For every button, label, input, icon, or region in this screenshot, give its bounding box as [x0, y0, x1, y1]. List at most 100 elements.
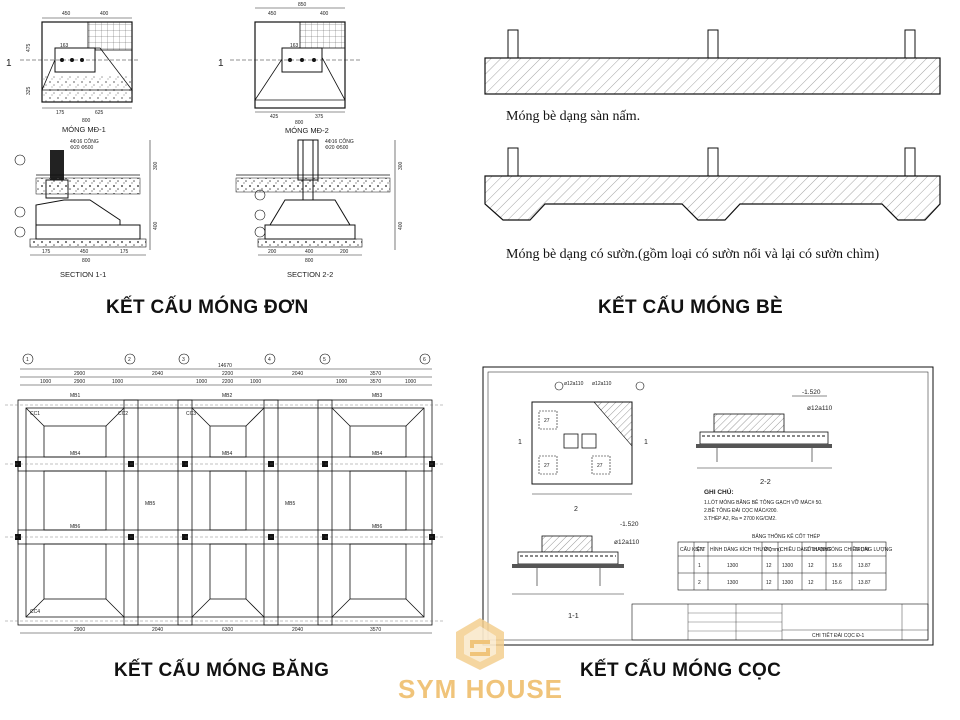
svg-text:3570: 3570 — [370, 371, 381, 377]
svg-text:MB6: MB6 — [70, 524, 81, 530]
svg-text:MÓNG MĐ-2: MÓNG MĐ-2 — [285, 126, 329, 135]
svg-text:163: 163 — [290, 43, 299, 49]
caption-mong-don: KẾT CẤU MÓNG ĐƠN — [106, 297, 309, 318]
svg-text:800: 800 — [305, 258, 314, 264]
svg-text:400: 400 — [153, 221, 159, 230]
svg-text:1000: 1000 — [405, 379, 416, 385]
svg-text:2200: 2200 — [222, 379, 233, 385]
svg-text:ø12a110: ø12a110 — [614, 539, 640, 546]
svg-text:850: 850 — [298, 2, 307, 8]
svg-text:2040: 2040 — [152, 627, 163, 633]
svg-text:15.6: 15.6 — [832, 563, 842, 569]
raft-flat-slab — [484, 29, 941, 95]
svg-text:175: 175 — [56, 110, 65, 116]
svg-text:800: 800 — [295, 120, 304, 126]
svg-text:2: 2 — [574, 506, 578, 513]
section-2-2: 200 400 200 800 SECTION 2-2 4Φ16 CÔNG Φ2… — [235, 138, 404, 279]
svg-text:1000: 1000 — [196, 379, 207, 385]
svg-text:1: 1 — [218, 58, 224, 69]
svg-text:300: 300 — [153, 161, 159, 170]
svg-text:2040: 2040 — [292, 627, 303, 633]
svg-text:2900: 2900 — [74, 371, 85, 377]
svg-text:4Φ16 CÔNG: 4Φ16 CÔNG — [70, 138, 99, 145]
svg-text:SECTION 2-2: SECTION 2-2 — [287, 270, 333, 279]
svg-text:2200: 2200 — [222, 371, 233, 377]
svg-text:2: 2 — [698, 580, 701, 586]
svg-text:STT: STT — [696, 547, 705, 553]
svg-text:1: 1 — [26, 357, 29, 363]
section-1-1: 175 450 175 800 SECTION 1-1 4Φ16 CÔNG Φ2… — [14, 138, 159, 279]
svg-text:CC4: CC4 — [30, 609, 40, 615]
svg-text:1.LÓT MÓNG BẰNG BÊ TÔNG GẠCH V: 1.LÓT MÓNG BẰNG BÊ TÔNG GẠCH VỠ MÁC# 50. — [704, 498, 823, 506]
svg-text:1: 1 — [518, 439, 522, 446]
svg-text:CC1: CC1 — [30, 411, 40, 417]
svg-text:Φ20 Φ500: Φ20 Φ500 — [70, 145, 93, 151]
title-block: CHI TIẾT ĐÀI CỌC Đ-1 — [631, 603, 929, 641]
svg-text:2040: 2040 — [152, 371, 163, 377]
plan-md1: 450 400 163 475 325 175 625 800 MÓNG MĐ-… — [6, 11, 140, 134]
svg-text:MB4: MB4 — [222, 451, 233, 457]
svg-text:200: 200 — [268, 249, 277, 255]
grid-axis-bubbles: 1 2 3 4 5 6 — [22, 353, 431, 365]
svg-text:5: 5 — [323, 357, 326, 363]
svg-text:175: 175 — [42, 249, 51, 255]
svg-text:3570: 3570 — [370, 627, 381, 633]
svg-text:TỔNG CHIỀU DÀI: TỔNG CHIỀU DÀI — [828, 546, 869, 553]
svg-text:1300: 1300 — [727, 563, 738, 569]
logo-text: SYM HOUSE — [398, 674, 564, 704]
svg-text:MB1: MB1 — [70, 393, 81, 399]
svg-text:MB4: MB4 — [70, 451, 81, 457]
svg-text:6: 6 — [423, 357, 426, 363]
svg-text:4: 4 — [268, 357, 271, 363]
svg-text:CHI TIẾT ĐÀI CỌC Đ-1: CHI TIẾT ĐÀI CỌC Đ-1 — [812, 632, 865, 639]
svg-text:SỐ LƯỢNG: SỐ LƯỢNG — [804, 546, 832, 553]
svg-text:1000: 1000 — [112, 379, 123, 385]
svg-text:MB3: MB3 — [372, 393, 383, 399]
svg-text:2040: 2040 — [292, 371, 303, 377]
rebar-table: BẢNG THỐNG KÊ CỐT THÉP CẤU KIỆN STT HÌNH… — [677, 532, 892, 591]
svg-text:15.6: 15.6 — [832, 580, 842, 586]
svg-text:1000: 1000 — [40, 379, 51, 385]
strip-footing-plan — [17, 399, 433, 626]
svg-text:-1.520: -1.520 — [620, 521, 639, 528]
svg-text:MÓNG MĐ-1: MÓNG MĐ-1 — [62, 125, 106, 134]
svg-text:12: 12 — [766, 580, 772, 586]
svg-text:12: 12 — [766, 563, 772, 569]
svg-text:175: 175 — [120, 249, 129, 255]
svg-text:2.BÊ TÔNG ĐÀI CỌC MÁC#200.: 2.BÊ TÔNG ĐÀI CỌC MÁC#200. — [704, 506, 778, 514]
svg-text:163: 163 — [60, 43, 69, 49]
svg-text:MB2: MB2 — [222, 393, 233, 399]
mong-don-drawing: 450 400 163 475 325 175 625 800 MÓNG MĐ-… — [0, 0, 460, 290]
pile-cap-section-11: -1.520 ø12a110 1-1 — [512, 521, 640, 620]
svg-text:1300: 1300 — [782, 563, 793, 569]
mong-bang-svg: 1 2 3 4 5 6 14670 2900 2040 2200 2040 35… — [5, 353, 445, 634]
svg-text:CHIỀU DÀI 1 THANH: CHIỀU DÀI 1 THANH — [780, 546, 828, 553]
svg-text:300: 300 — [398, 161, 404, 170]
svg-text:1000: 1000 — [250, 379, 261, 385]
svg-text:SECTION 1-1: SECTION 1-1 — [60, 270, 106, 279]
svg-text:TRỌNG LƯỢNG: TRỌNG LƯỢNG — [854, 547, 892, 553]
svg-text:1-1: 1-1 — [568, 611, 579, 620]
notes-block: GHI CHÚ: 1.LÓT MÓNG BẰNG BÊ TÔNG GẠCH VỠ… — [704, 487, 823, 522]
svg-text:3: 3 — [182, 357, 185, 363]
caption-mong-be: KẾT CẤU MÓNG BÈ — [598, 297, 783, 318]
mong-bang-drawing: 1 2 3 4 5 6 14670 2900 2040 2200 2040 35… — [0, 345, 450, 645]
svg-text:3.THÉP A2, Ra = 2700 KG/CM2.: 3.THÉP A2, Ra = 2700 KG/CM2. — [704, 515, 777, 522]
svg-text:27: 27 — [597, 463, 603, 469]
svg-text:ø12a110: ø12a110 — [592, 381, 612, 387]
raft-ribbed — [484, 147, 941, 221]
svg-text:325: 325 — [26, 86, 32, 95]
svg-text:2900: 2900 — [74, 379, 85, 385]
svg-text:625: 625 — [95, 110, 104, 116]
svg-text:475: 475 — [26, 43, 32, 52]
caption-mong-coc: KẾT CẤU MÓNG CỌC — [580, 660, 782, 681]
svg-text:HÌNH DÁNG KÍCH THƯỚC: HÌNH DÁNG KÍCH THƯỚC — [710, 546, 772, 553]
svg-text:1: 1 — [698, 563, 701, 569]
pile-cap-section-22: -1.520 ø12a110 2-2 — [696, 389, 833, 486]
house-logo-icon — [456, 618, 504, 670]
mong-be-svg — [484, 29, 941, 221]
svg-text:CC2: CC2 — [118, 411, 128, 417]
svg-text:12: 12 — [808, 580, 814, 586]
svg-text:3570: 3570 — [370, 379, 381, 385]
svg-text:800: 800 — [82, 118, 91, 124]
